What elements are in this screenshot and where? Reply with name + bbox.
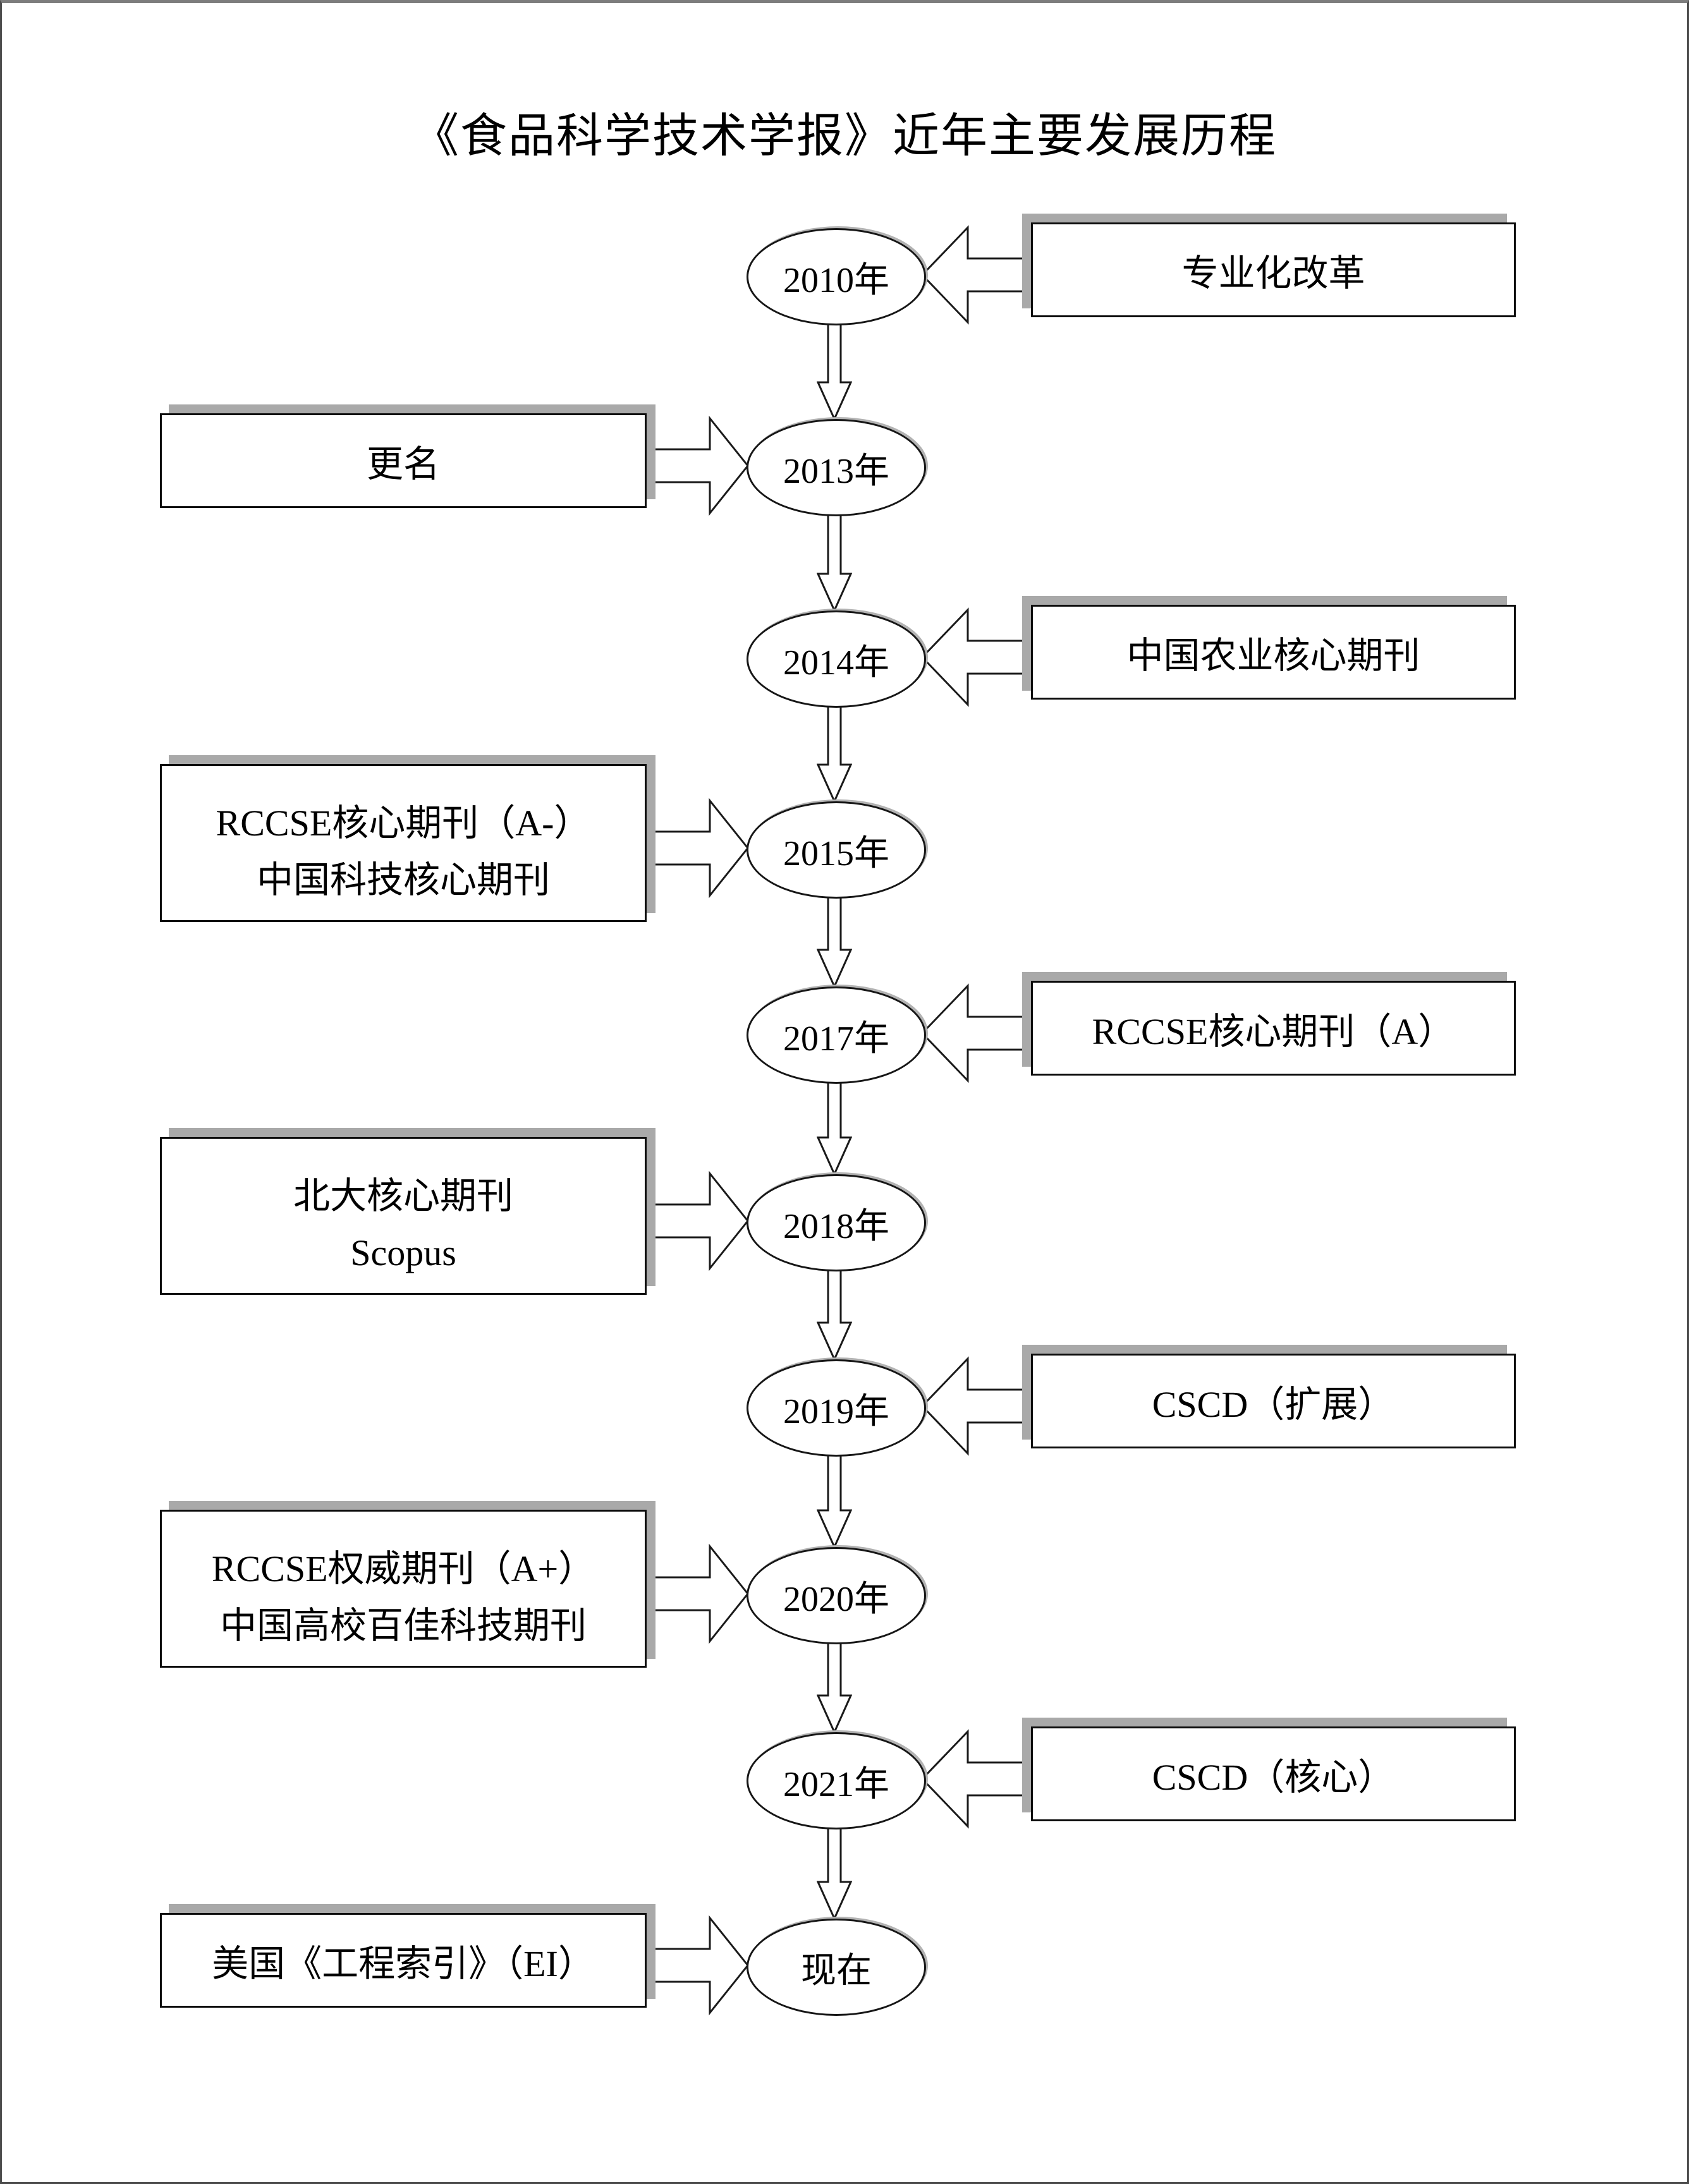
year-label: 2020年 (783, 1579, 889, 1619)
event-box-now: 美国《工程索引》（EI） (160, 1913, 647, 2008)
down-arrow-icon (817, 1268, 852, 1359)
down-arrow-icon (817, 1826, 852, 1919)
down-arrow-icon (817, 1080, 852, 1174)
block-arrow-right-icon (647, 1543, 748, 1644)
down-arrow-icon (817, 1641, 852, 1732)
down-arrow-icon (817, 322, 852, 419)
year-node-2014: 2014年 (747, 610, 926, 708)
year-label: 2010年 (783, 260, 889, 300)
year-node-2015: 2015年 (747, 801, 926, 899)
event-box-2017: RCCSE核心期刊（A） (1031, 981, 1516, 1076)
year-node-2010: 2010年 (747, 228, 926, 325)
block-arrow-right-icon (647, 415, 748, 516)
block-arrow-left-icon (922, 607, 1031, 707)
year-node-2018: 2018年 (747, 1174, 926, 1271)
year-node-2013: 2013年 (747, 419, 926, 516)
event-box-line: RCCSE核心期刊（A-） (216, 803, 591, 844)
event-box-line: 美国《工程索引》（EI） (212, 1943, 595, 1984)
year-label: 2015年 (783, 834, 889, 873)
block-arrow-left-icon (922, 1356, 1031, 1456)
year-node-2017: 2017年 (747, 986, 926, 1084)
event-box-line: 中国科技核心期刊 (256, 859, 550, 901)
down-arrow-icon (817, 513, 852, 610)
event-box-2020: RCCSE权威期刊（A+） 中国高校百佳科技期刊 (160, 1510, 647, 1668)
block-arrow-right-icon (647, 798, 748, 899)
year-label: 2018年 (783, 1206, 889, 1246)
event-box-2021: CSCD（核心） (1031, 1726, 1516, 1821)
event-box-line: CSCD（扩展） (1152, 1384, 1395, 1425)
year-node-2019: 2019年 (747, 1359, 926, 1457)
block-arrow-left-icon (922, 225, 1031, 325)
block-arrow-left-icon (922, 983, 1031, 1083)
event-box-line: CSCD（核心） (1152, 1757, 1395, 1798)
down-arrow-icon (817, 895, 852, 986)
event-box-2014: 中国农业核心期刊 (1031, 605, 1516, 700)
event-box-line: Scopus (350, 1232, 456, 1273)
event-box-2018: 北大核心期刊 Scopus (160, 1137, 647, 1295)
year-label: 2013年 (783, 451, 889, 491)
event-box-line: 中国高校百佳科技期刊 (219, 1605, 587, 1646)
event-box-line: 专业化改革 (1181, 253, 1365, 294)
event-box-line: RCCSE核心期刊（A） (1092, 1011, 1455, 1052)
event-box-line: 中国农业核心期刊 (1126, 635, 1420, 676)
page-title: 《食品科学技术学报》近年主要发展历程 (412, 111, 1277, 162)
block-arrow-right-icon (647, 1915, 748, 2016)
block-arrow-right-icon (647, 1170, 748, 1271)
year-node-2021: 2021年 (747, 1732, 926, 1829)
year-label: 2017年 (783, 1019, 889, 1059)
year-node-2020: 2020年 (747, 1547, 926, 1644)
event-box-2019: CSCD（扩展） (1031, 1354, 1516, 1448)
down-arrow-icon (817, 1453, 852, 1547)
year-label: 现在 (801, 1951, 872, 1991)
event-box-line: RCCSE权威期刊（A+） (211, 1548, 595, 1589)
event-box-2015: RCCSE核心期刊（A-） 中国科技核心期刊 (160, 764, 647, 922)
block-arrow-left-icon (922, 1729, 1031, 1829)
down-arrow-icon (817, 704, 852, 801)
year-label: 2021年 (783, 1764, 889, 1804)
year-label: 2019年 (783, 1392, 889, 1431)
year-label: 2014年 (783, 643, 889, 682)
event-box-2010: 专业化改革 (1031, 222, 1516, 317)
event-box-line: 北大核心期刊 (293, 1175, 513, 1216)
event-box-line: 更名 (366, 444, 440, 485)
event-box-2013: 更名 (160, 413, 647, 508)
year-node-now: 现在 (747, 1919, 926, 2016)
